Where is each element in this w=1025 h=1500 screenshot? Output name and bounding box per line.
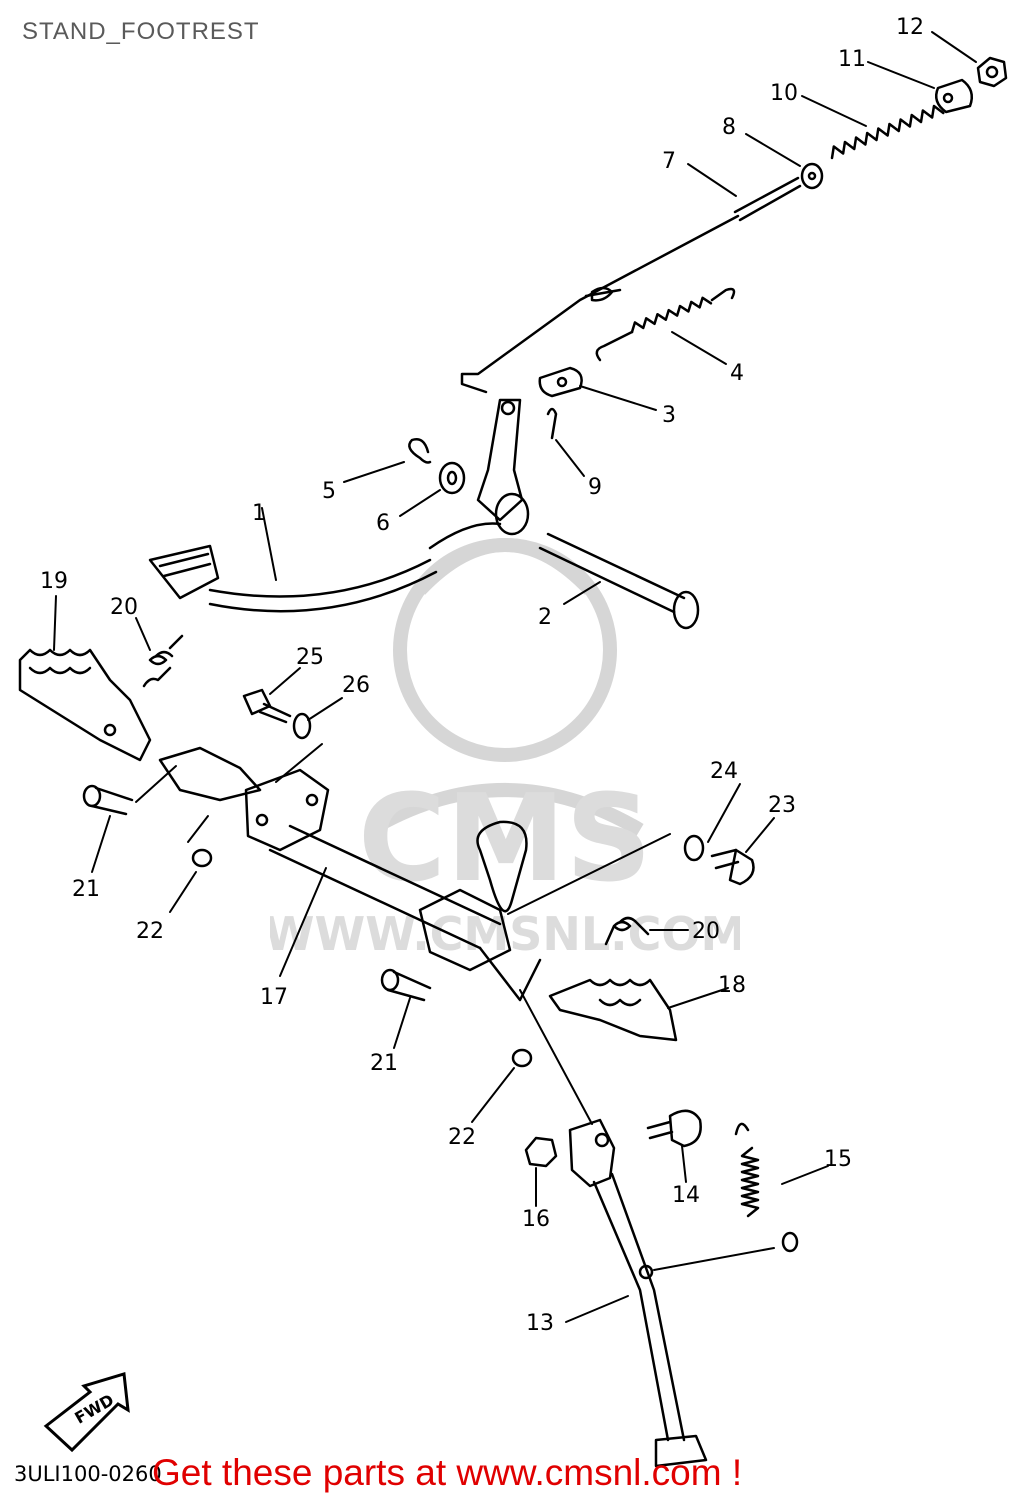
callout-17: 17 [260,985,288,1010]
callout-15: 15 [824,1147,852,1172]
part-5-circlip [408,438,432,464]
callout-5: 5 [322,479,336,504]
part-20-spring-right [604,916,650,946]
callout-1: 1 [252,501,266,526]
callout-11: 11 [838,47,866,72]
part-17-footrest-bracket [158,746,542,1002]
part-26-washer [292,712,312,740]
part-2-pivot-shaft [538,532,700,630]
part-13-side-stand [568,1118,708,1468]
part-3-clevis [538,366,583,398]
callout-26: 26 [342,673,370,698]
callout-10: 10 [770,81,798,106]
part-14-pivot-bolt [646,1109,702,1148]
part-8-washer [800,162,824,190]
callout-16: 16 [522,1207,550,1232]
part-16-nut [524,1136,558,1168]
part-22-cotter-right [511,1048,533,1068]
part-1-brake-pedal [148,398,530,613]
watermark-collar [366,783,644,837]
callout-22-left: 22 [136,919,164,944]
part-9-cotter-pin [546,407,558,440]
callout-19: 19 [40,569,68,594]
leader-lines [53,31,977,1323]
part-21-pin-left [82,784,134,816]
callout-18: 18 [718,973,746,998]
part-10-spring [830,104,945,160]
part-24-washer [683,834,705,862]
callout-13: 13 [526,1311,554,1336]
part-11-adjuster [935,78,973,114]
fwd-arrow: FWD [43,1372,130,1453]
callout-21-right: 21 [370,1051,398,1076]
callout-8: 8 [722,115,736,140]
callout-25: 25 [296,645,324,670]
part-7-brake-rod [460,176,802,394]
callout-14: 14 [672,1183,700,1208]
part-20-spring-left [142,634,184,688]
promo-link[interactable]: Get these parts at www.cmsnl.com ! [152,1452,743,1493]
diagram-title: STAND_FOOTREST [22,18,260,45]
callout-2: 2 [538,605,552,630]
callout-4: 4 [730,361,744,386]
part-23-bolt [710,848,755,886]
callout-12: 12 [896,15,924,40]
drawing-code: 3ULI100-0260 [14,1462,162,1486]
part-15-stand-spring [734,1122,799,1253]
part-4-return-spring [595,287,736,362]
part-12-nut [976,56,1008,88]
callout-3: 3 [662,403,676,428]
callout-21-left: 21 [72,877,100,902]
fwd-label: FWD [71,1390,117,1427]
callout-22-right: 22 [448,1125,476,1150]
part-6-washer [438,461,466,495]
watermark-helmet [414,538,596,595]
callout-24: 24 [710,759,738,784]
callout-20-right: 20 [692,919,720,944]
callout-23: 23 [768,793,796,818]
part-22-cotter-left [191,848,213,868]
watermark-brand: CMS [358,770,652,909]
callout-7: 7 [662,149,676,174]
callout-9: 9 [588,475,602,500]
callout-6: 6 [376,511,390,536]
part-25-bolt [242,688,292,724]
callout-20-left: 20 [110,595,138,620]
part-18-footrest [548,978,678,1042]
part-21-pin-right [380,968,432,1002]
part-19-footrest [18,648,152,762]
